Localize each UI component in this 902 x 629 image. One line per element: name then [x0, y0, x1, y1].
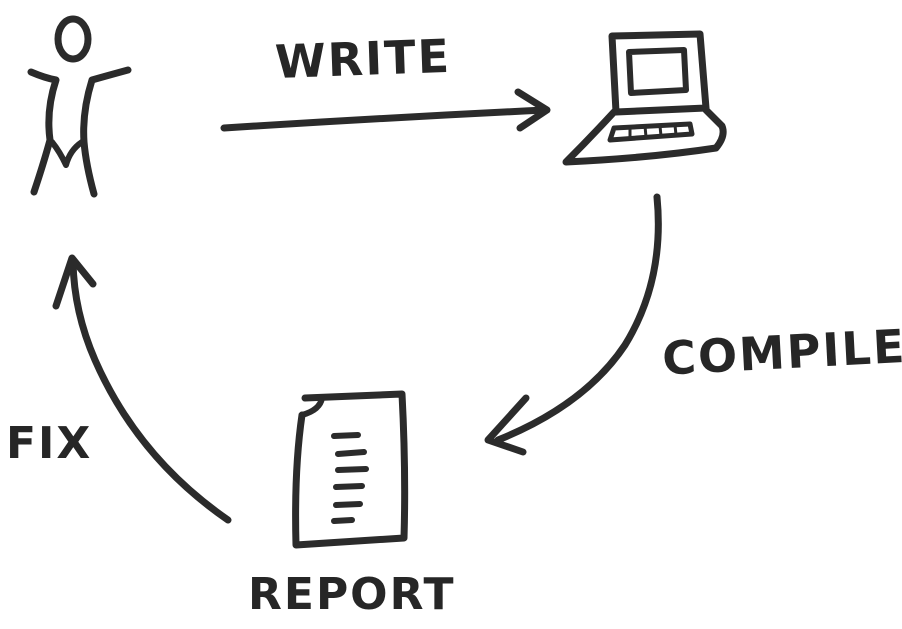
report-label: REPORT	[248, 569, 456, 620]
fix-arrow	[52, 254, 232, 524]
compile-label: COMPILE	[661, 319, 902, 386]
fix-label: FIX	[6, 418, 92, 469]
document-icon	[292, 390, 409, 549]
write-label: WRITE	[274, 29, 452, 89]
person-icon	[27, 15, 132, 198]
laptop-icon	[562, 30, 727, 166]
compile-arrow	[484, 193, 662, 456]
write-arrow	[220, 88, 551, 132]
